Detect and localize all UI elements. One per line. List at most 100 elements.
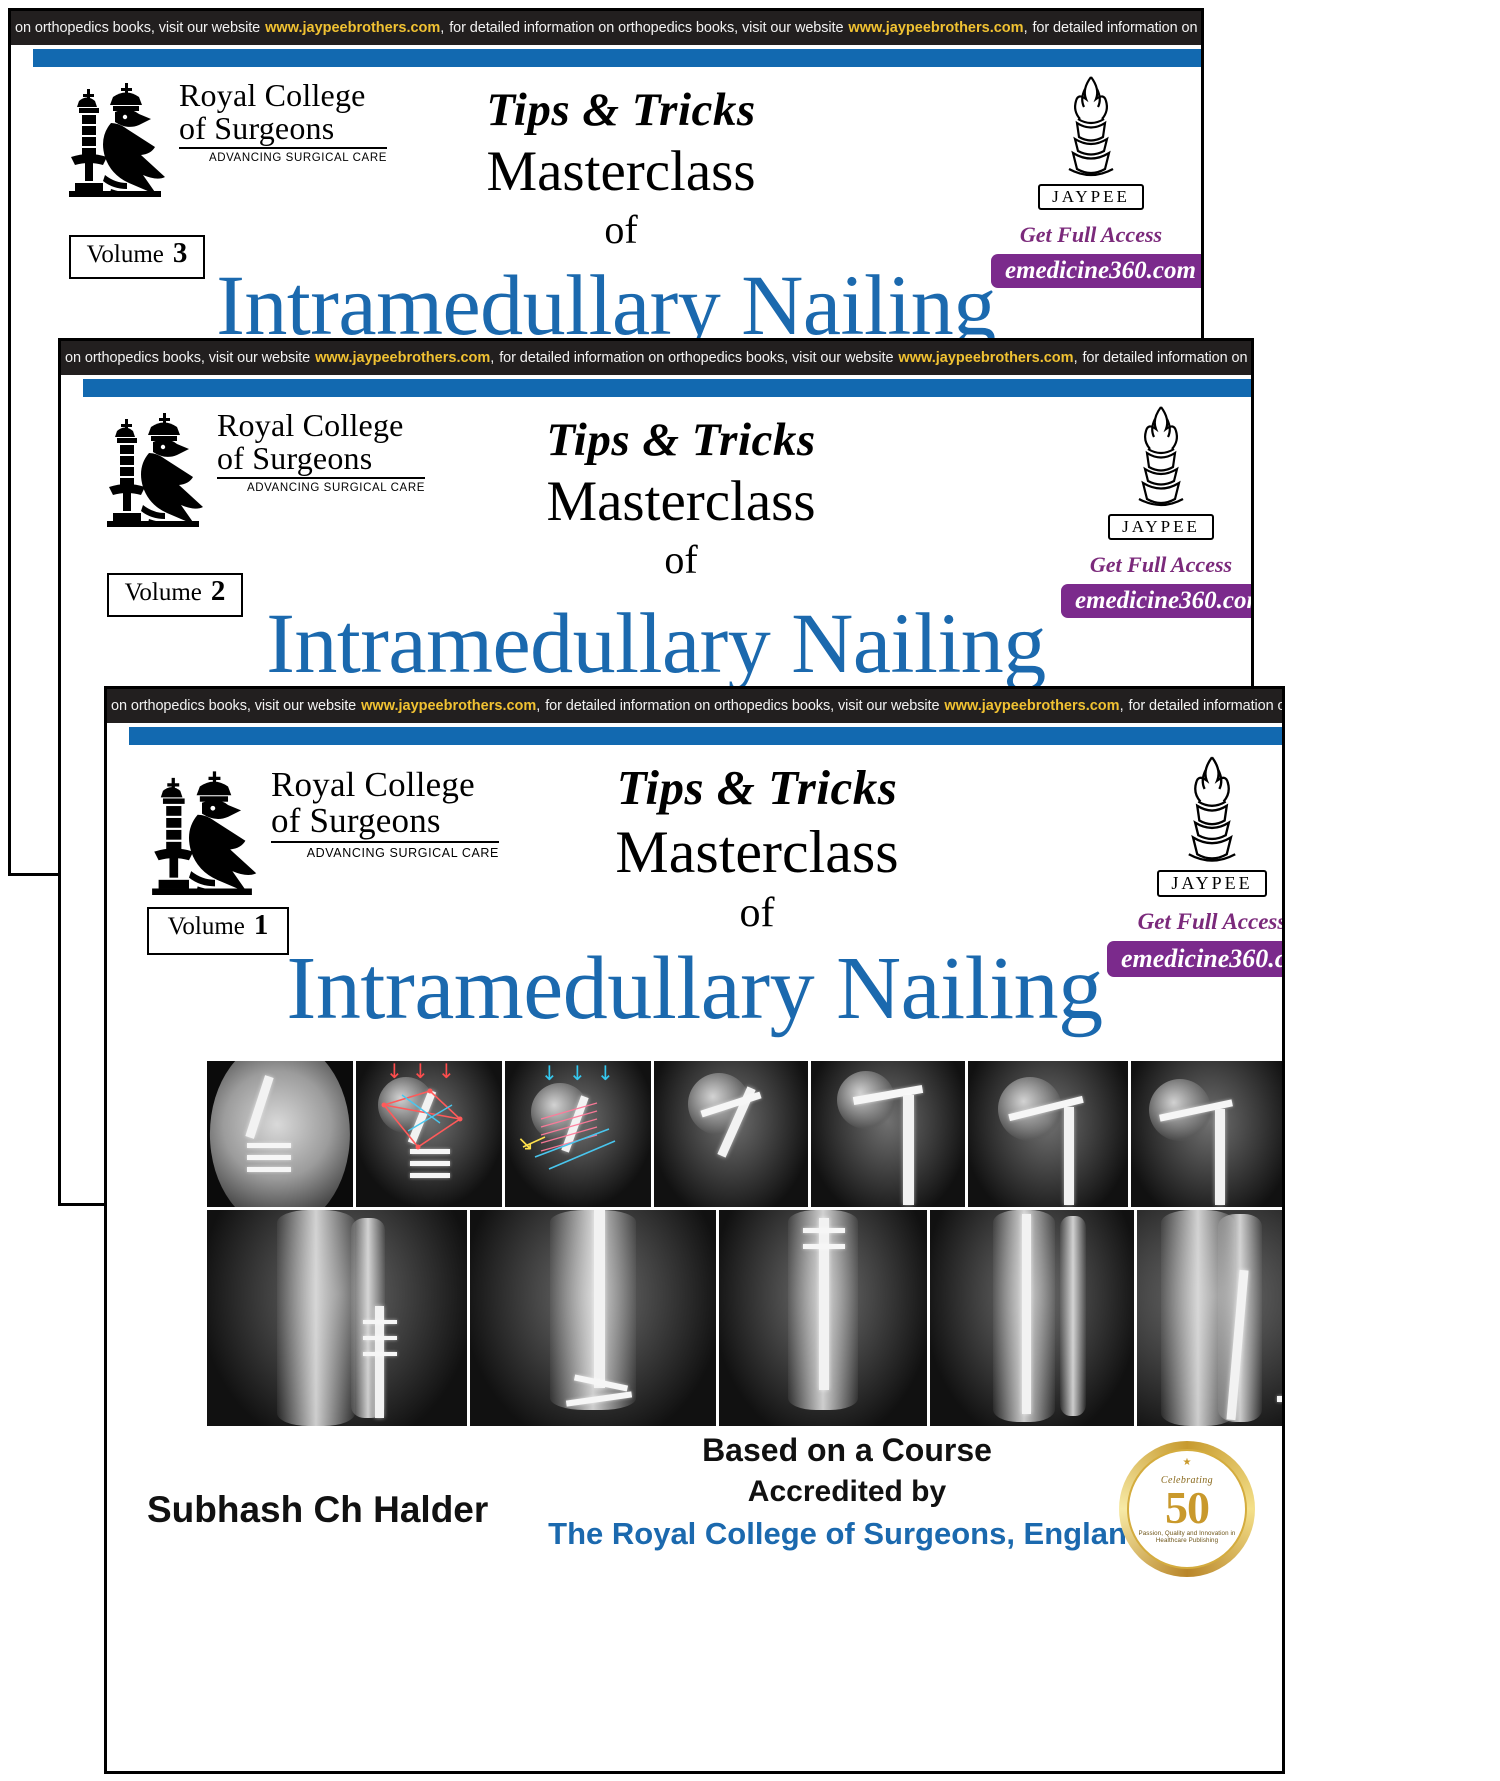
emedicine-access-badge[interactable]: emedicine360.com (1107, 941, 1282, 977)
marquee-text: on orthopedics books, visit our website (65, 350, 311, 366)
rcs-line-1: Royal College (271, 765, 475, 804)
marquee-url[interactable]: www.jaypeebrothers.com (898, 350, 1074, 366)
course-accreditation-block: Based on a Course Accredited by The Roya… (527, 1429, 1167, 1555)
rcs-line-1: Royal College (179, 77, 366, 113)
marquee-text: for detailed information on orthopedics … (1032, 20, 1202, 36)
rcs-line-2: of Surgeons (217, 439, 373, 476)
xray-row-top: ↓ ↓ ↓ (207, 1061, 1282, 1207)
crowned-eagle-on-mace-icon (99, 409, 207, 532)
anniversary-seal: ★ Celebrating 50 Passion, Quality and In… (1119, 1441, 1255, 1577)
marquee-text: for detailed information on orthopedics … (545, 698, 940, 714)
title-main-v1: Intramedullary Nailing (286, 939, 1103, 1038)
marquee-text: on orthopedics books, visit our website (15, 20, 261, 36)
publisher-name: JAYPEE (1038, 184, 1144, 210)
seal-years: 50 (1165, 1481, 1210, 1533)
get-access-label: Get Full Access (1089, 552, 1233, 577)
volume-badge-3: Volume 3 (69, 235, 205, 279)
marquee-url[interactable]: www.jaypeebrothers.com (361, 698, 537, 714)
blue-divider-v2 (83, 379, 1251, 397)
volume-label: Volume (86, 241, 164, 268)
seal-celebrating: Celebrating (1160, 1474, 1214, 1486)
title-of: of (739, 890, 775, 936)
volume-number: 3 (172, 237, 188, 269)
torch-hand-icon (1115, 406, 1207, 517)
xray-tibia-fracture-nail (1137, 1210, 1282, 1426)
volume-number: 2 (210, 575, 226, 607)
marquee-url[interactable]: www.jaypeebrothers.com (315, 350, 491, 366)
xray-hip-planning-annotated: ↓ ↓ ↓ ↘ (505, 1061, 651, 1207)
volume-label: Volume (124, 579, 202, 606)
promo-marquee-v3: on orthopedics books, visit our website … (11, 11, 1201, 45)
marquee-text: on orthopedics books, visit our website (111, 698, 357, 714)
credit-line-3: The Royal College of Surgeons, England (548, 1515, 1146, 1551)
author-name: Subhash Ch Halder (147, 1489, 489, 1530)
rcs-divider (217, 477, 425, 480)
title-masterclass: Masterclass (546, 470, 816, 533)
xray-hip-lag-screw-ap (654, 1061, 808, 1207)
title-tips-tricks: Tips & Tricks (546, 414, 816, 466)
title-of: of (664, 537, 698, 582)
xray-row-bottom (207, 1210, 1282, 1426)
marquee-url[interactable]: www.jaypeebrothers.com (848, 20, 1024, 36)
xray-hip-measurement-annotated: ↓ ↓ ↓ (356, 1061, 502, 1207)
xray-fluoroscopy-hip-screw (207, 1061, 353, 1207)
torch-hand-icon (1045, 76, 1137, 187)
title-tips-tricks: Tips & Tricks (616, 760, 898, 815)
rcs-divider (271, 841, 499, 844)
xray-tibia-ap-plate (207, 1210, 467, 1426)
rcs-wordmark-v2: Royal College of Surgeons ADVANCING SURG… (217, 409, 425, 494)
promo-marquee-v1: on orthopedics books, visit our website … (107, 689, 1282, 723)
emedicine-access-badge[interactable]: emedicine360.com (991, 254, 1201, 288)
get-access-label: Get Full Access (1137, 909, 1285, 934)
rcs-logo-v3: Royal College of Surgeons ADVANCING SURG… (61, 79, 387, 202)
crowned-eagle-on-mace-icon (143, 767, 261, 900)
publisher-name: JAYPEE (1157, 870, 1267, 897)
rcs-wordmark-v1: Royal College of Surgeons ADVANCING SURG… (271, 767, 499, 860)
get-access-label: Get Full Access (1019, 222, 1163, 247)
xray-tibia-lateral-nail (470, 1210, 716, 1426)
rcs-line-1: Royal College (217, 407, 404, 443)
volume-label: Volume (167, 913, 245, 940)
title-block-v3: Tips & Tricks Masterclass of (311, 83, 931, 253)
title-tips-tricks: Tips & Tricks (486, 84, 756, 136)
rcs-line-2: of Surgeons (271, 800, 441, 840)
title-masterclass: Masterclass (486, 140, 756, 203)
rcs-logo-v2: Royal College of Surgeons ADVANCING SURG… (99, 409, 425, 532)
credit-line-2: Accredited by (747, 1475, 947, 1509)
publisher-block-v1: JAYPEE Get Full Access emedicine360.com (1107, 751, 1285, 977)
credit-line-1: Based on a Course (702, 1432, 992, 1468)
blue-divider-v3 (33, 49, 1201, 67)
rcs-tagline: ADVANCING SURGICAL CARE (208, 152, 387, 165)
title-main-v2: Intramedullary Nailing (266, 595, 1046, 691)
rcs-logo-v1: Royal College of Surgeons ADVANCING SURG… (143, 767, 499, 900)
rcs-wordmark-v3: Royal College of Surgeons ADVANCING SURG… (179, 79, 387, 164)
title-main-v3: Intramedullary Nailing (216, 257, 996, 353)
promo-marquee-v2: on orthopedics books, visit our website … (61, 341, 1251, 375)
title-of: of (604, 207, 638, 252)
publisher-block-v3: JAYPEE Get Full Access emedicine360.com (991, 71, 1201, 288)
rcs-divider (179, 147, 387, 150)
xray-hip-ap-postop (968, 1061, 1128, 1207)
xray-tibia-ap-nail (930, 1210, 1134, 1426)
marquee-url[interactable]: www.jaypeebrothers.com (265, 20, 441, 36)
torch-hand-icon (1163, 756, 1261, 873)
xray-montage: ↓ ↓ ↓ (207, 1061, 1282, 1426)
blue-divider-v1 (129, 727, 1282, 745)
marquee-text: for detailed information on orthopedics … (1128, 698, 1283, 714)
seal-inner: ★ Celebrating 50 Passion, Quality and In… (1127, 1449, 1247, 1569)
xray-ankle-lateral-nail (719, 1210, 927, 1426)
title-block-v1: Tips & Tricks Masterclass of (437, 759, 1077, 937)
star-icon: ★ (1182, 1457, 1192, 1468)
marquee-url[interactable]: www.jaypeebrothers.com (944, 698, 1120, 714)
emedicine-access-badge[interactable]: emedicine360.com (1061, 584, 1251, 618)
publisher-block-v2: JAYPEE Get Full Access emedicine360.com (1061, 401, 1251, 618)
publisher-name: JAYPEE (1108, 514, 1214, 540)
marquee-text: for detailed information on orthopedics … (449, 20, 844, 36)
crowned-eagle-on-mace-icon (61, 79, 169, 202)
xray-proximal-femur-nail (811, 1061, 965, 1207)
title-block-v2: Tips & Tricks Masterclass of (361, 413, 1001, 583)
marquee-text: for detailed information on orthopedics … (1082, 350, 1252, 366)
xray-hip-lateral-postop (1131, 1061, 1282, 1207)
rcs-line-2: of Surgeons (179, 109, 335, 146)
